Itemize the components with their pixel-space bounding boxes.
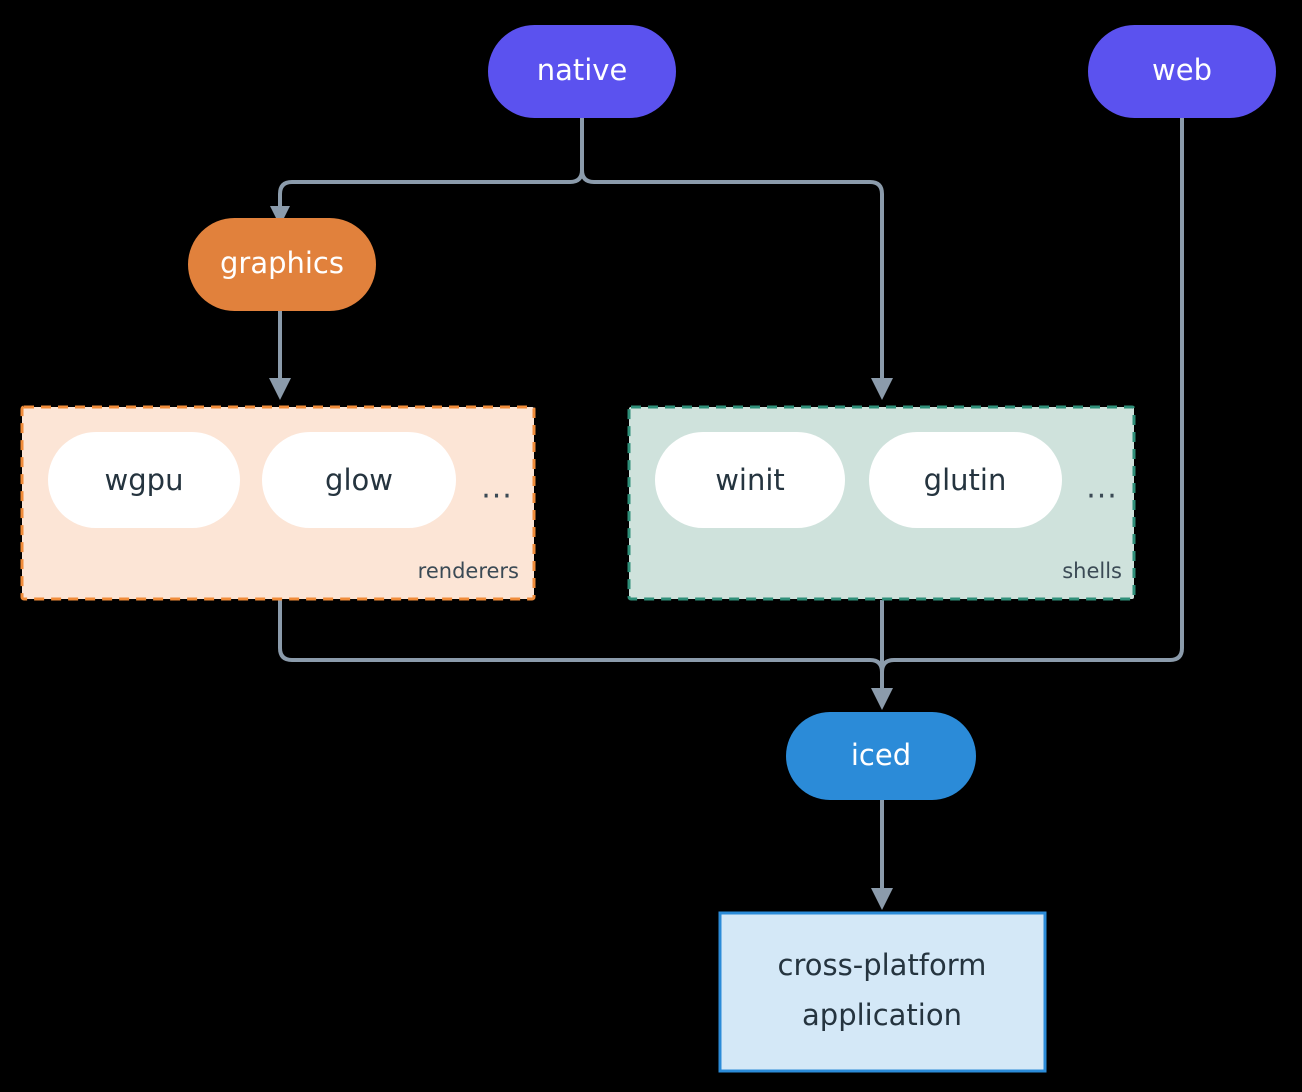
renderers-item-glow[interactable]: glow [262,432,456,528]
renderers-item-wgpu[interactable]: wgpu [48,432,240,528]
group-renderers: wgpu glow ... renderers [20,405,536,601]
wgpu-label: wgpu [105,463,184,497]
glow-label: glow [325,463,393,497]
glutin-label: glutin [924,463,1007,497]
edge-renderers-to-iced [278,600,884,688]
edge-web-to-iced [880,118,1184,688]
node-native[interactable]: native [488,25,676,118]
wgpu-pill[interactable] [48,432,240,528]
edge-layer [269,118,1184,910]
application-box[interactable] [718,911,1047,1073]
native-pill[interactable] [488,25,676,118]
native-label: native [537,53,628,87]
arrow-native-to-graphics [270,206,290,226]
arrow-iced-to-application [871,888,893,910]
shells-ellipsis: ... [1086,471,1118,506]
edge-native-to-shells [580,118,884,380]
web-label: web [1152,53,1212,87]
renderers-group-title: renderers [418,559,519,583]
glutin-pill[interactable] [869,432,1062,528]
winit-label: winit [715,463,785,497]
application-label-line2: application [802,998,962,1032]
shells-item-glutin[interactable]: glutin [869,432,1062,528]
winit-pill[interactable] [655,432,845,528]
arrow-graphics-to-renderers [269,378,291,400]
web-pill[interactable] [1088,25,1276,118]
arrow-to-iced [871,688,893,710]
node-graphics[interactable]: graphics [188,218,376,311]
renderers-ellipsis: ... [481,471,513,506]
edge-native-to-graphics [278,118,584,212]
arrow-native-to-shells [871,378,893,400]
node-web[interactable]: web [1088,25,1276,118]
node-iced[interactable]: iced [786,712,976,800]
graphics-label: graphics [220,246,344,280]
shells-item-winit[interactable]: winit [655,432,845,528]
node-application[interactable]: cross-platform application [718,911,1047,1073]
shells-group-title: shells [1062,559,1122,583]
graphics-pill[interactable] [188,218,376,311]
iced-pill[interactable] [786,712,976,800]
group-shells: winit glutin ... shells [627,405,1136,601]
application-label-line1: cross-platform [778,948,987,982]
iced-label: iced [851,738,911,772]
glow-pill[interactable] [262,432,456,528]
